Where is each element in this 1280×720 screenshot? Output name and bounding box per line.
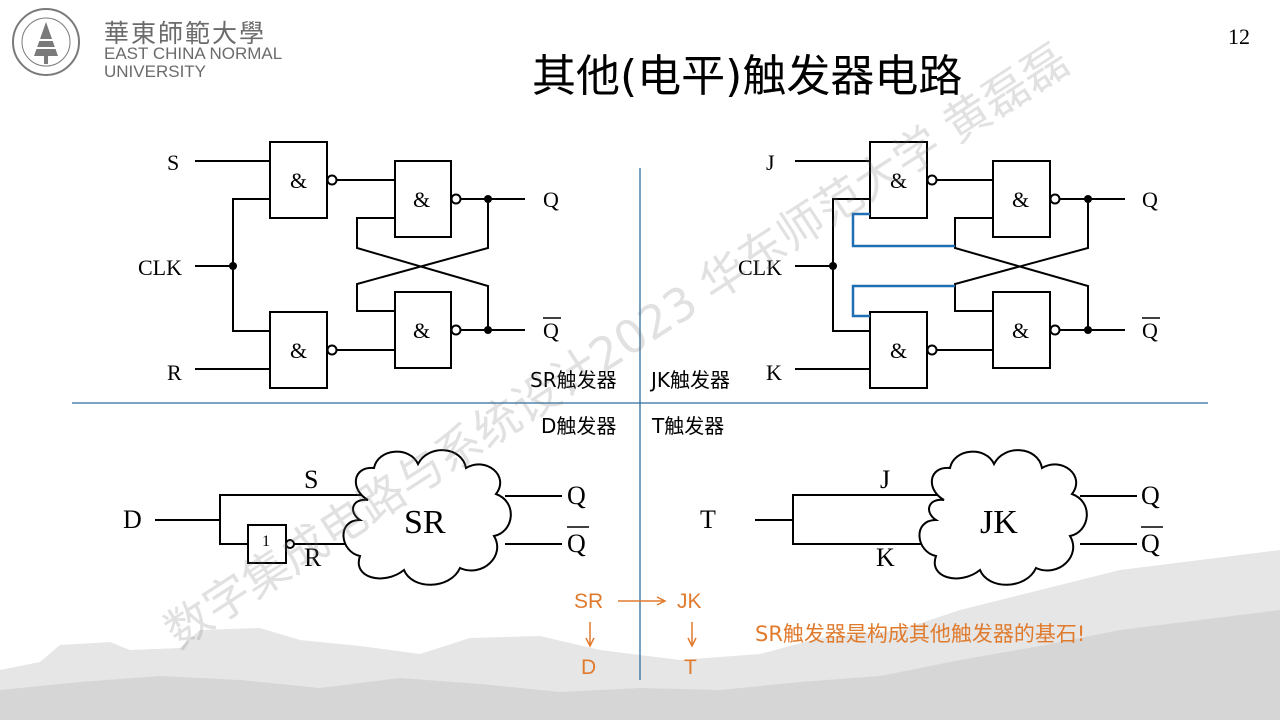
t-flipflop-circuit [755, 449, 1137, 586]
sr-flipflop-circuit [195, 141, 525, 389]
university-logo: 華東師範大學 EAST CHINA NORMAL UNIVERSITY [8, 6, 298, 81]
t-k-label: K [876, 543, 895, 572]
jk-input-k-label: K [766, 360, 782, 385]
t-input-label: T [700, 505, 716, 534]
d-inverter-label: 1 [262, 533, 270, 550]
sr-input-r-label: R [167, 360, 182, 385]
campus-skyline-background [0, 550, 1280, 720]
sr-gate-label: & [290, 338, 308, 363]
d-input-label: D [123, 505, 142, 534]
t-j-label: J [880, 465, 891, 494]
jk-flipflop-circuit [795, 141, 1125, 389]
jk-gate-label: & [890, 338, 908, 363]
logo-english-line1: EAST CHINA NORMAL [104, 44, 283, 63]
sr-cloud-block [342, 449, 512, 586]
derivation-d: D [581, 656, 597, 679]
jk-gate-label: & [1012, 187, 1030, 212]
jk-output-qbar-label: Q [1142, 318, 1158, 343]
d-output-qbar-label: Q [567, 529, 586, 558]
derivation-jk: JK [677, 590, 702, 613]
derivation-sr: SR [574, 590, 604, 613]
derivation-arrows [585, 596, 697, 648]
sr-output-q-label: Q [543, 187, 559, 212]
university-seal-icon [12, 8, 80, 76]
sr-gate-label: & [413, 187, 431, 212]
quadrant-label-jk: JK触发器 [651, 368, 731, 392]
t-output-q-label: Q [1141, 481, 1160, 510]
d-r-label: R [304, 543, 322, 572]
derivation-t: T [684, 656, 697, 679]
d-s-label: S [304, 465, 319, 494]
page-number: 12 [1228, 24, 1250, 49]
jk-feedback-wires [851, 212, 955, 318]
derivation-note: SR触发器是构成其他触发器的基石! [755, 622, 1086, 646]
jk-input-clk-label: CLK [738, 255, 782, 280]
slide-title: 其他(电平)触发器电路 [532, 51, 963, 102]
jk-input-j-label: J [766, 150, 775, 175]
logo-chinese-name: 華東師範大學 [104, 19, 267, 48]
logo-english-line2: UNIVERSITY [104, 62, 207, 81]
sr-cloud-label: SR [404, 504, 446, 541]
jk-cloud-label: JK [980, 504, 1018, 541]
jk-output-q-label: Q [1142, 187, 1158, 212]
jk-cloud-block [918, 449, 1088, 586]
d-flipflop-circuit [155, 449, 562, 586]
quadrant-label-t: T触发器 [652, 414, 725, 438]
sr-input-s-label: S [167, 150, 180, 175]
sr-input-clk-label: CLK [138, 255, 182, 280]
sr-output-qbar-label: Q [543, 318, 559, 343]
d-output-q-label: Q [567, 481, 586, 510]
t-output-qbar-label: Q [1141, 529, 1160, 558]
quadrant-label-d: D触发器 [541, 414, 617, 438]
quadrant-label-sr: SR触发器 [530, 368, 617, 392]
sr-gate-label: & [413, 318, 431, 343]
sr-gate-label: & [290, 168, 308, 193]
jk-gate-label: & [890, 168, 908, 193]
jk-gate-label: & [1012, 318, 1030, 343]
